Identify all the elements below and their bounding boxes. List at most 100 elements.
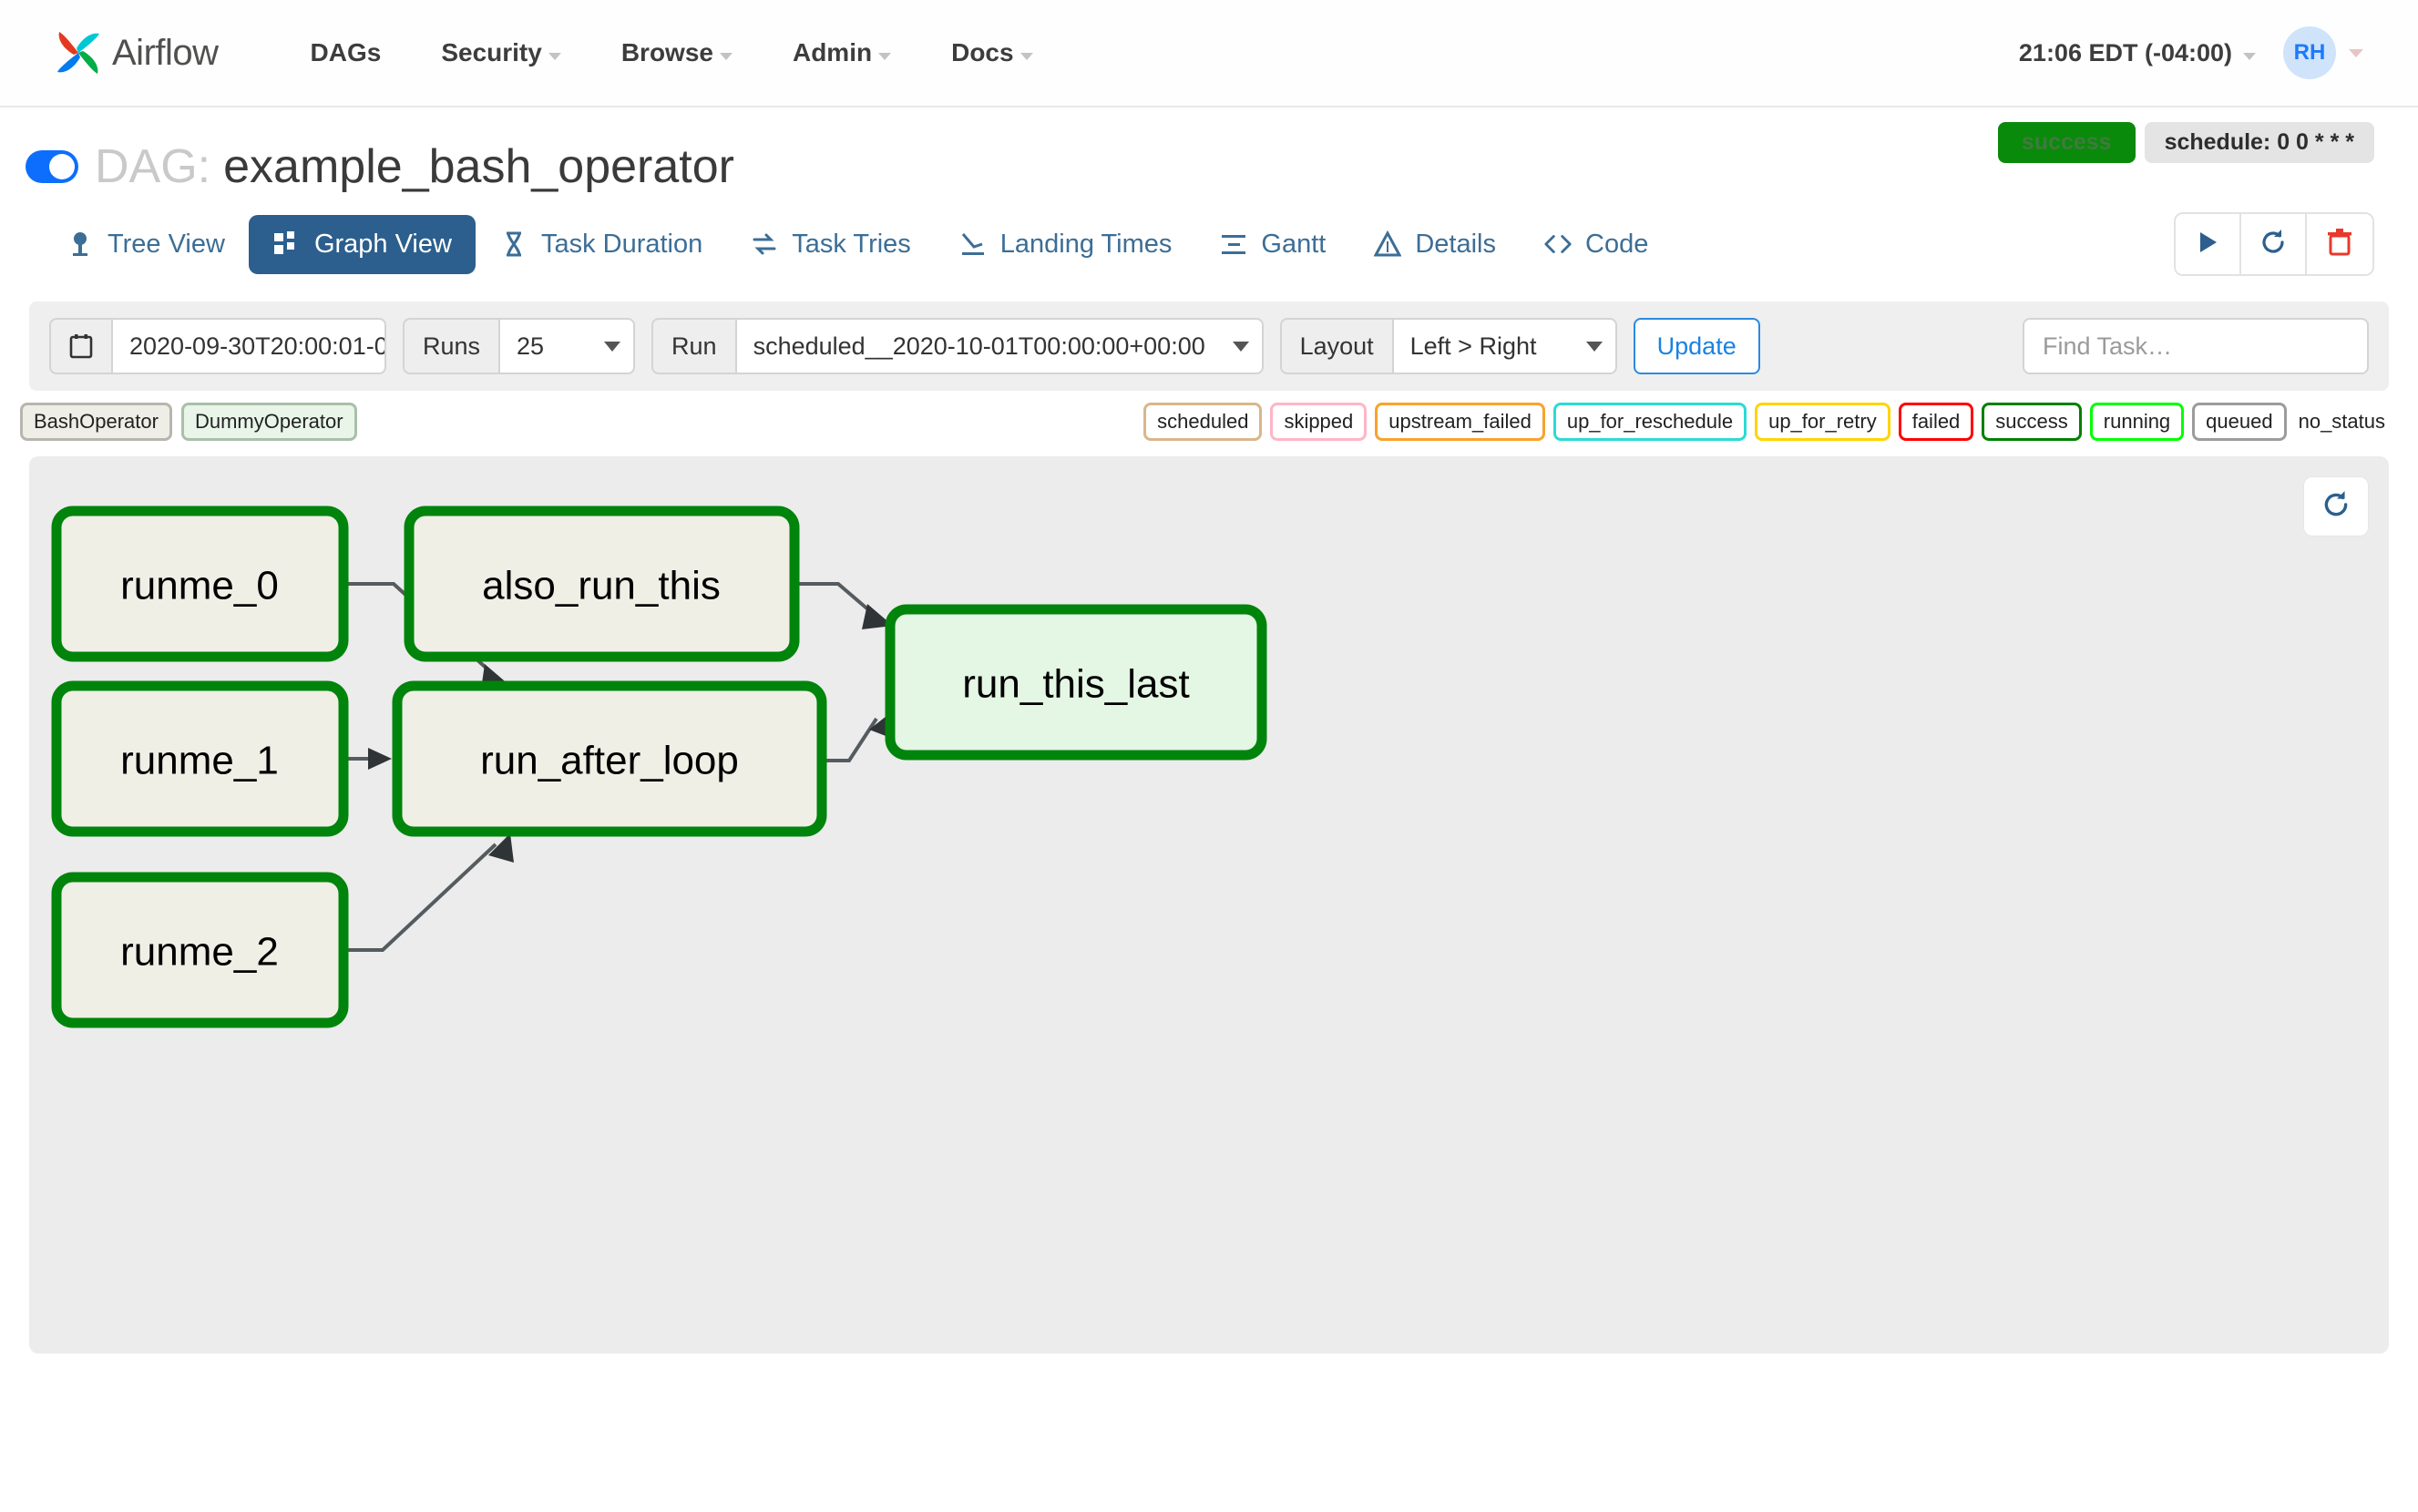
nav-item-docs-label: Docs (951, 38, 1014, 66)
graph-node-runme_2[interactable]: runme_2 (51, 872, 349, 1028)
tab-gantt-label: Gantt (1261, 229, 1327, 259)
nav-item-admin[interactable]: Admin (763, 38, 921, 67)
trash-icon (2327, 228, 2352, 261)
chevron-down-icon (604, 341, 621, 352)
graph-node-also_run_this[interactable]: also_run_this (404, 506, 800, 662)
status-badge: success (1997, 122, 2136, 163)
node-label: runme_0 (120, 564, 279, 608)
airflow-brand[interactable]: Airflow (50, 25, 219, 81)
chevron-down-icon (1019, 53, 1033, 60)
nav-item-dags[interactable]: DAGs (281, 38, 412, 67)
node-label: run_after_loop (480, 739, 739, 783)
tab-task-tries[interactable]: Task Tries (726, 215, 935, 274)
graph-node-run_this_last[interactable]: run_this_last (885, 604, 1267, 761)
schedule-badge[interactable]: schedule: 0 0 * * * (2144, 122, 2374, 163)
graph-view-icon (272, 230, 302, 259)
chevron-down-icon (1585, 341, 1603, 352)
operator-legend: BashOperator DummyOperator (20, 403, 357, 441)
graph-canvas[interactable]: runme_0 also_run_this runme_1 run_after_… (29, 456, 2389, 1354)
tab-tree-view[interactable]: Tree View (42, 215, 249, 274)
timezone-selector[interactable]: 21:06 EDT (-04:00) (2019, 39, 2256, 67)
nav-item-browse[interactable]: Browse (591, 38, 763, 67)
nav-item-dags-label: DAGs (310, 38, 382, 66)
landing-icon (958, 230, 988, 259)
nav-links: DAGs Security Browse Admin Docs (281, 38, 1063, 67)
refresh-icon (2321, 489, 2351, 525)
graph-refresh-button[interactable] (2303, 476, 2369, 536)
update-button[interactable]: Update (1633, 318, 1760, 374)
run-label: Run (651, 318, 737, 374)
tab-details-label: Details (1415, 229, 1497, 259)
nav-item-docs[interactable]: Docs (921, 38, 1062, 67)
chevron-down-icon (548, 53, 561, 60)
nav-item-browse-label: Browse (620, 38, 713, 66)
tab-code[interactable]: Code (1520, 215, 1672, 274)
tab-task-duration[interactable]: Task Duration (476, 215, 726, 274)
page-title: example_bash_operator (223, 140, 734, 193)
user-menu[interactable]: RH (2283, 26, 2363, 79)
legend-status-upstream-failed[interactable]: upstream_failed (1375, 403, 1545, 441)
run-value: scheduled__2020-10-01T00:00:00+00:00 (753, 332, 1205, 360)
avatar: RH (2283, 26, 2336, 79)
arrowhead-icon (368, 748, 392, 770)
chevron-down-icon (719, 53, 733, 60)
layout-value: Left > Right (1409, 332, 1537, 360)
base-date-group: 2020-09-30T20:00:01-0 (49, 318, 386, 374)
refresh-button[interactable] (2241, 214, 2307, 274)
retry-icon (750, 230, 779, 259)
tree-view-icon (66, 230, 95, 259)
dag-header: DAG: example_bash_operator success sched… (0, 107, 2418, 194)
graph-node-run_after_loop[interactable]: run_after_loop (392, 680, 827, 837)
find-task-input[interactable]: Find Task… (2023, 318, 2369, 374)
chevron-down-icon (2349, 48, 2363, 57)
base-date-input[interactable]: 2020-09-30T20:00:01-0 (113, 318, 386, 374)
warning-triangle-icon (1373, 230, 1402, 259)
runs-label: Runs (403, 318, 501, 374)
trigger-dag-button[interactable] (2176, 214, 2241, 274)
node-label: runme_1 (120, 739, 279, 783)
run-select[interactable]: scheduled__2020-10-01T00:00:00+00:00 (736, 318, 1264, 374)
num-runs-select[interactable]: 25 (500, 318, 636, 374)
dag-label-prefix: DAG: (95, 140, 211, 193)
nav-item-security[interactable]: Security (411, 38, 591, 67)
delete-dag-button[interactable] (2307, 214, 2372, 274)
legend-bash-operator[interactable]: BashOperator (20, 403, 172, 441)
navbar-right: 21:06 EDT (-04:00) RH (2019, 26, 2363, 79)
chevron-down-icon (878, 53, 892, 60)
tab-task-tries-label: Task Tries (792, 229, 911, 259)
legend-dummy-operator[interactable]: DummyOperator (180, 403, 357, 441)
run-group: Run scheduled__2020-10-01T00:00:00+00:00 (651, 318, 1264, 374)
node-label: also_run_this (482, 564, 721, 608)
legend-status-running[interactable]: running (2089, 403, 2185, 441)
code-brackets-icon (1543, 230, 1573, 259)
layout-select[interactable]: Left > Right (1393, 318, 1617, 374)
tab-details[interactable]: Details (1349, 215, 1520, 274)
dag-action-buttons (2174, 212, 2374, 276)
legend-status-skipped[interactable]: skipped (1270, 403, 1368, 441)
node-label: run_this_last (962, 662, 1189, 707)
node-label: runme_2 (120, 930, 279, 975)
legend-status-success[interactable]: success (1982, 403, 2082, 441)
airflow-logo-icon (50, 25, 107, 81)
view-tabs: Tree View Graph View Task Duration Task … (0, 194, 2418, 294)
legend-status-up-for-retry[interactable]: up_for_retry (1755, 403, 1890, 441)
edge-runme_2-to-run_after_loop (343, 843, 497, 952)
tab-landing-times-label: Landing Times (999, 229, 1173, 259)
chevron-down-icon (2243, 53, 2256, 60)
graph-node-runme_0[interactable]: runme_0 (51, 506, 349, 662)
tab-gantt[interactable]: Gantt (1195, 215, 1349, 274)
graph-node-runme_1[interactable]: runme_1 (51, 680, 349, 837)
calendar-icon[interactable] (49, 318, 113, 374)
tab-code-label: Code (1585, 229, 1649, 259)
legend-status-no-status[interactable]: no_status (2298, 410, 2385, 433)
tab-landing-times[interactable]: Landing Times (935, 215, 1196, 274)
tab-graph-view[interactable]: Graph View (248, 214, 476, 274)
legend-status-up-for-reschedule[interactable]: up_for_reschedule (1552, 403, 1747, 441)
clock-label: 21:06 EDT (-04:00) (2018, 38, 2232, 66)
brand-name: Airflow (112, 32, 219, 73)
legend-status-scheduled[interactable]: scheduled (1143, 403, 1263, 441)
legend-status-failed[interactable]: failed (1898, 403, 1974, 441)
edge-also_run_this-to-run_this_last (794, 582, 878, 618)
dag-pause-toggle[interactable] (26, 150, 78, 183)
legend-status-queued[interactable]: queued (2192, 403, 2287, 441)
